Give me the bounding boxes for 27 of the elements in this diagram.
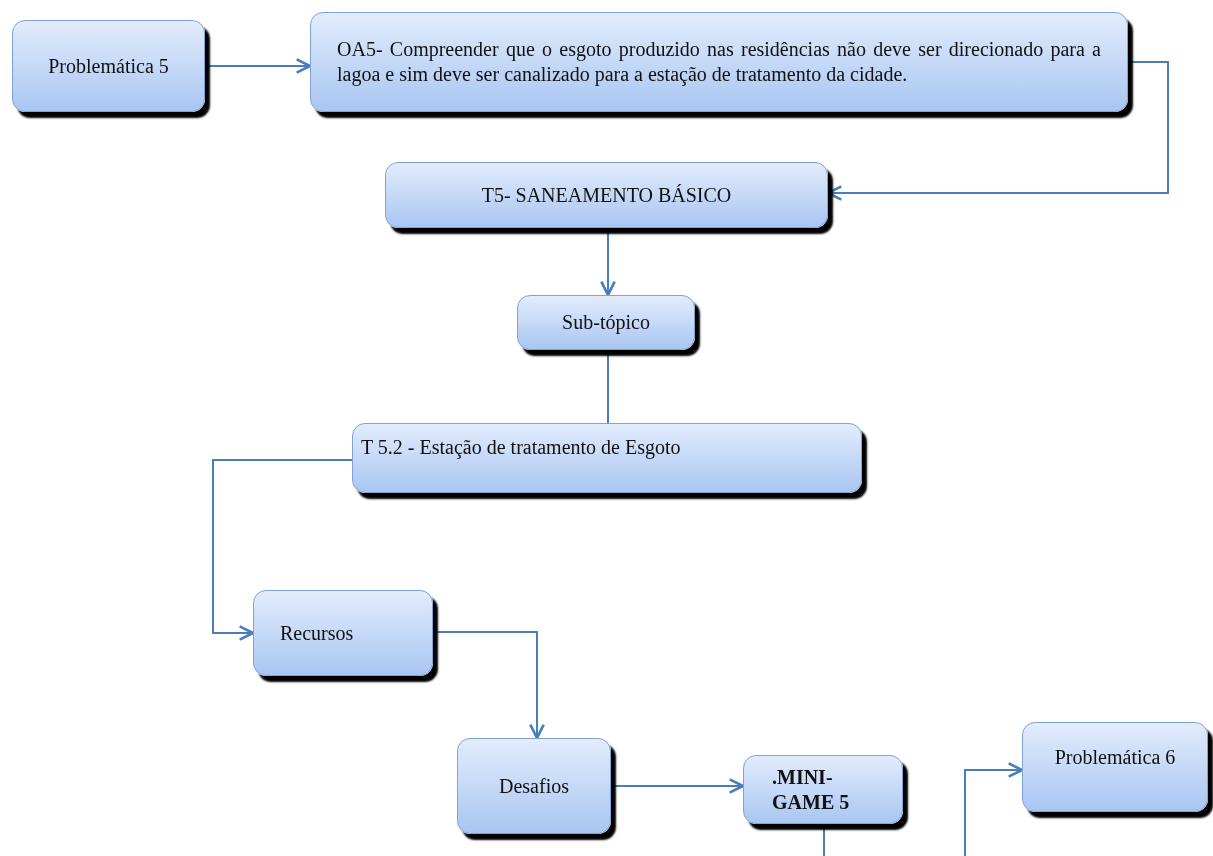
process-box (385, 162, 828, 228)
node-label: Sub-tópico (561, 310, 651, 335)
node-label: T5- SANEAMENTO BÁSICO (480, 182, 733, 208)
connector-line (607, 349, 609, 424)
process-box (310, 12, 1128, 112)
process-box (517, 295, 695, 350)
process-box (457, 738, 611, 834)
process-box (253, 590, 433, 676)
node-label: T 5.2 - Estação de tratamento de Esgoto (361, 434, 682, 460)
process-box (1022, 722, 1208, 812)
arrow (212, 459, 353, 641)
node-label: Problemática 5 (47, 53, 170, 79)
node-label: Problemática 6 (1053, 744, 1177, 770)
process-box (352, 423, 862, 493)
arrow (204, 58, 312, 74)
node-label: OA5- Compreender que o esgoto produzido nas residências não deve ser direcionado para a lagoa e sim deve ser canalizado para a estação de tratamento da cidade. (337, 37, 1101, 87)
connector-line (823, 823, 825, 856)
process-box (12, 20, 205, 112)
arrow (432, 631, 545, 740)
arrow (610, 778, 745, 794)
node-label: .MINI- GAME 5 (772, 764, 851, 815)
node-label: Desafios (498, 773, 570, 799)
arrow (826, 61, 1169, 201)
arrow (964, 762, 1024, 856)
node-label: Recursos (280, 620, 355, 646)
process-box (743, 755, 903, 824)
arrow (600, 227, 616, 297)
